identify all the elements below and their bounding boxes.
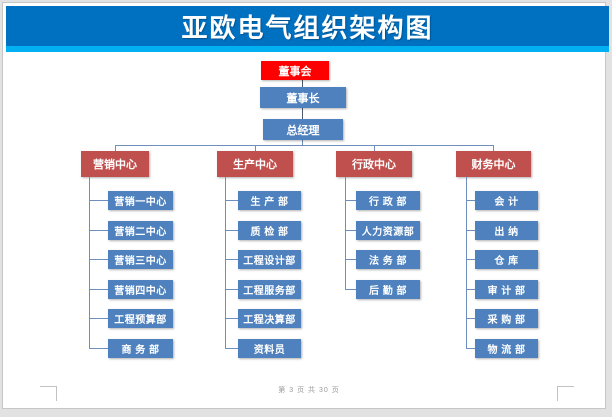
title-banner: 亚欧电气组织架构图	[6, 6, 609, 46]
connector-line	[89, 177, 90, 349]
org-node-production-center[interactable]: 生产中心	[217, 151, 293, 177]
connector-line	[255, 145, 256, 151]
org-child-node[interactable]: 审 计 部	[475, 280, 538, 299]
org-child-node[interactable]: 会 计	[475, 191, 538, 210]
connector-line	[225, 318, 238, 319]
connector-line	[466, 348, 475, 349]
page-title: 亚欧电气组织架构图	[181, 12, 434, 43]
connector-line	[466, 230, 475, 231]
org-child-node[interactable]: 后 勤 部	[356, 280, 420, 299]
org-node-general-manager[interactable]: 总经理	[263, 119, 343, 140]
connector-line	[115, 145, 494, 146]
connector-line	[302, 140, 303, 145]
connector-line	[345, 259, 356, 260]
connector-line	[89, 200, 108, 201]
connector-line	[345, 177, 346, 290]
connector-line	[225, 259, 238, 260]
document-page: 亚欧电气组织架构图 董事会 董事长 总经理 营销中心 生产中心 行政中心 财务中…	[2, 2, 609, 409]
org-child-node[interactable]: 生 产 部	[238, 191, 301, 210]
banner-accent-strip	[6, 46, 609, 52]
org-child-node[interactable]: 营销一中心	[108, 191, 173, 210]
org-child-node[interactable]: 法 务 部	[356, 250, 420, 269]
org-child-node[interactable]: 资料员	[238, 339, 301, 358]
connector-line	[374, 145, 375, 151]
connector-line	[115, 145, 116, 151]
org-child-node[interactable]: 工程设计部	[238, 250, 301, 269]
org-node-finance-center[interactable]: 财务中心	[456, 151, 531, 177]
connector-line	[466, 289, 475, 290]
connector-line	[89, 318, 108, 319]
org-child-node[interactable]: 工程决算部	[238, 309, 301, 328]
connector-line	[302, 108, 303, 119]
connector-line	[466, 200, 475, 201]
org-child-node[interactable]: 人力资源部	[356, 221, 420, 240]
connector-line	[89, 230, 108, 231]
org-child-node[interactable]: 采 购 部	[475, 309, 538, 328]
connector-line	[345, 289, 356, 290]
org-child-node[interactable]: 工程服务部	[238, 280, 301, 299]
org-child-node[interactable]: 营销二中心	[108, 221, 173, 240]
org-node-admin-center[interactable]: 行政中心	[336, 151, 412, 177]
margin-crop-mark	[557, 386, 574, 401]
margin-crop-mark	[40, 386, 57, 401]
connector-line	[89, 289, 108, 290]
org-child-node[interactable]: 工程预算部	[108, 309, 173, 328]
connector-line	[466, 259, 475, 260]
connector-line	[225, 177, 226, 349]
connector-line	[225, 230, 238, 231]
org-child-node[interactable]: 商 务 部	[108, 339, 173, 358]
org-child-node[interactable]: 出 纳	[475, 221, 538, 240]
connector-line	[345, 200, 356, 201]
org-child-node[interactable]: 行 政 部	[356, 191, 420, 210]
org-child-node[interactable]: 营销三中心	[108, 250, 173, 269]
connector-line	[466, 318, 475, 319]
connector-line	[345, 230, 356, 231]
org-child-node[interactable]: 物 流 部	[475, 339, 538, 358]
org-node-chairman[interactable]: 董事长	[260, 87, 346, 108]
org-node-board-of-directors[interactable]: 董事会	[261, 61, 329, 80]
org-child-node[interactable]: 质 检 部	[238, 221, 301, 240]
connector-line	[225, 289, 238, 290]
org-child-node[interactable]: 营销四中心	[108, 280, 173, 299]
connector-line	[466, 177, 467, 349]
org-node-marketing-center[interactable]: 营销中心	[81, 151, 149, 177]
connector-line	[493, 145, 494, 151]
page-number-footer: 第 3 页 共 30 页	[278, 387, 340, 394]
connector-line	[225, 200, 238, 201]
connector-line	[89, 348, 108, 349]
org-child-node[interactable]: 仓 库	[475, 250, 538, 269]
connector-line	[225, 348, 238, 349]
connector-line	[302, 80, 303, 87]
connector-line	[89, 259, 108, 260]
